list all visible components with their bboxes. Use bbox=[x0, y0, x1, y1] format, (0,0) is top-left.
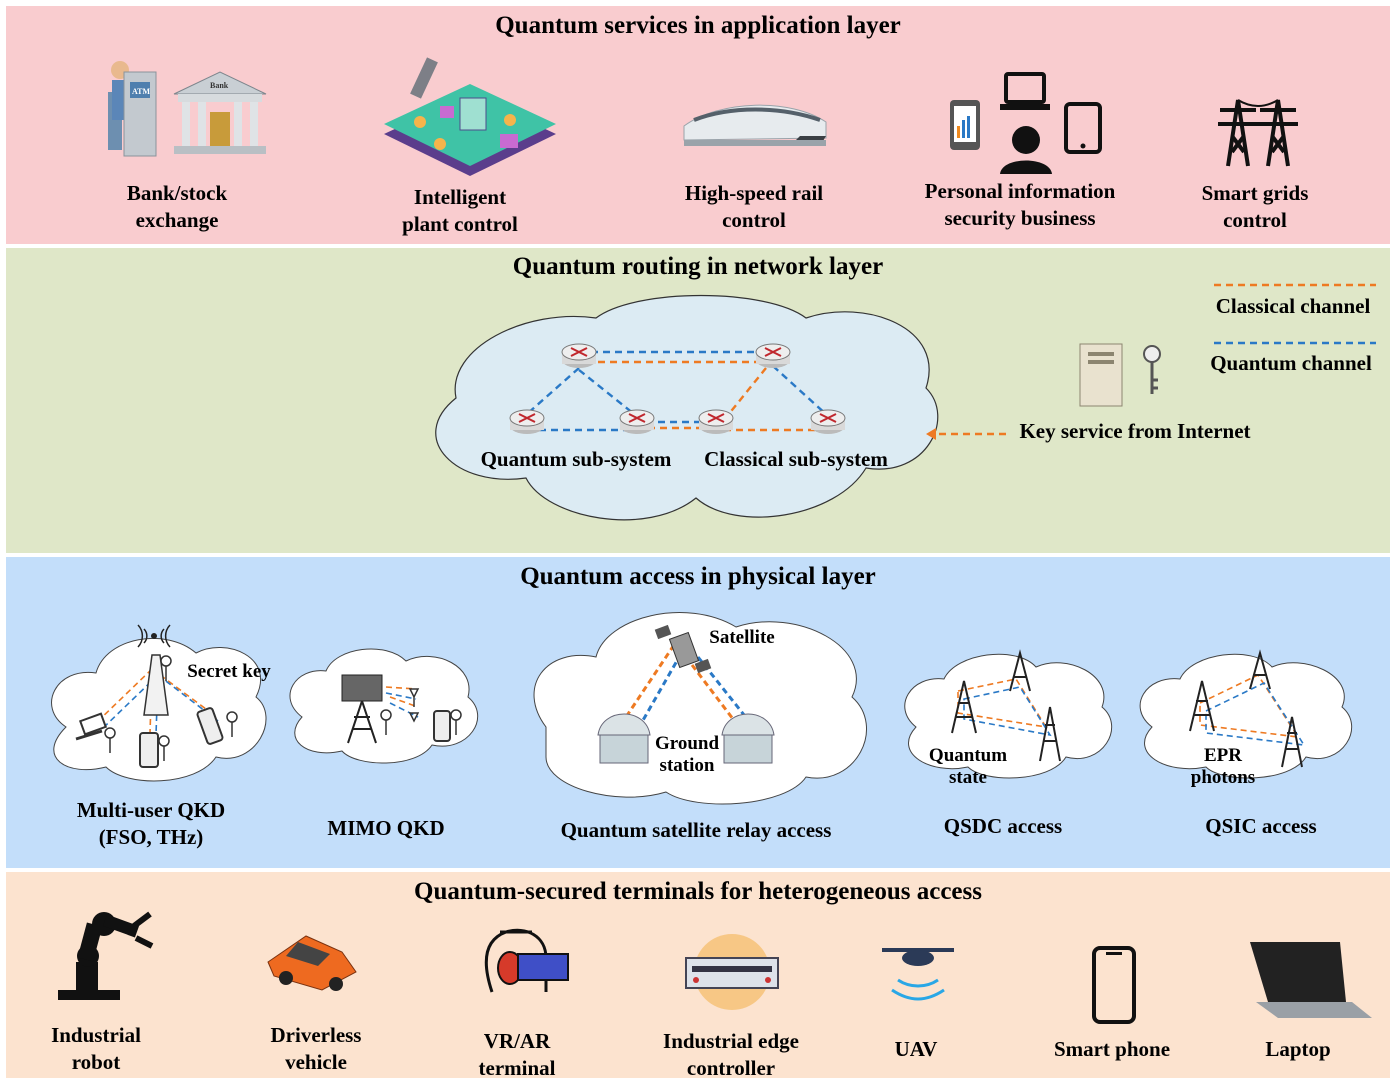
app-item-label: Smart grids control bbox=[1201, 181, 1309, 232]
legend-classical: Classical channel bbox=[1215, 294, 1371, 318]
app-item-label: Personal information security business bbox=[924, 179, 1116, 230]
wifi-icon bbox=[137, 624, 171, 648]
cell-tower-icon bbox=[1189, 649, 1303, 768]
terminal-label: UAV bbox=[894, 1037, 938, 1061]
key-icon bbox=[380, 709, 462, 735]
bank-atm-icon: ATM Bank bbox=[108, 61, 267, 157]
key-service-label: Key service from Internet bbox=[1019, 419, 1251, 443]
quantum-subsystem-label: Quantum sub-system bbox=[480, 447, 672, 471]
terminal-layer: Quantum-secured terminals for heterogene… bbox=[6, 872, 1390, 1080]
server-key-icon bbox=[1079, 343, 1161, 407]
quantum-state-label: Quantum state bbox=[928, 745, 1008, 788]
arrowhead bbox=[926, 428, 936, 440]
network-layer: Quantum routing in network layer bbox=[6, 248, 1390, 553]
edge-controller-icon bbox=[685, 934, 779, 1010]
terminal-label: Laptop bbox=[1265, 1037, 1331, 1061]
phy-item-label: Quantum satellite relay access bbox=[560, 818, 832, 842]
ground-station-icon bbox=[597, 713, 651, 764]
ground-station-label: Ground station bbox=[654, 733, 720, 776]
network-cloud-diagram bbox=[435, 283, 1376, 521]
physical-clouds-diagram bbox=[51, 612, 1353, 805]
satellite-label: Satellite bbox=[709, 627, 775, 648]
app-item-label: Intelligent plant control bbox=[402, 185, 518, 236]
terminal-icons bbox=[58, 911, 1372, 1024]
cell-tower-icon bbox=[951, 649, 1061, 762]
secret-key-label: Secret key bbox=[187, 661, 271, 682]
terminal-label: VR/AR terminal bbox=[478, 1029, 556, 1080]
application-layer-title: Quantum services in application layer bbox=[495, 12, 901, 39]
app-item-label: Bank/stock exchange bbox=[126, 181, 228, 232]
vr-headset-icon bbox=[484, 928, 569, 993]
terminal-layer-title: Quantum-secured terminals for heterogene… bbox=[414, 878, 982, 905]
terminal-label: Smart phone bbox=[1053, 1037, 1171, 1061]
tablet-icon bbox=[196, 707, 224, 745]
router-icon bbox=[755, 343, 791, 368]
application-layer: Quantum services in application layer AT… bbox=[6, 6, 1390, 244]
terminal-label: Industrial edge controller bbox=[663, 1029, 799, 1080]
physical-layer-title: Quantum access in physical layer bbox=[520, 563, 876, 590]
laptop-icon bbox=[1250, 942, 1372, 1018]
legend-quantum: Quantum channel bbox=[1210, 351, 1372, 375]
network-layer-title: Quantum routing in network layer bbox=[512, 253, 884, 280]
router-icon bbox=[619, 409, 655, 434]
mimo-antenna-icon bbox=[408, 688, 420, 723]
car-icon bbox=[267, 935, 357, 991]
physical-layer: Quantum access in physical layer bbox=[6, 557, 1390, 868]
antenna-icon bbox=[143, 654, 169, 716]
phy-item-label: QSDC access bbox=[943, 814, 1063, 838]
power-tower-icon bbox=[1218, 99, 1298, 167]
phone-icon bbox=[139, 732, 159, 768]
classical-subsystem-label: Classical sub-system bbox=[704, 447, 888, 471]
mimo-antenna-icon bbox=[341, 674, 383, 744]
smartphone-icon bbox=[1092, 946, 1136, 1024]
laptop-icon bbox=[75, 712, 108, 741]
svg-text:Bank: Bank bbox=[210, 81, 229, 90]
phy-item-label: QSIC access bbox=[1205, 814, 1317, 838]
satellite-icon bbox=[654, 624, 712, 674]
svg-text:ATM: ATM bbox=[132, 87, 151, 96]
terminal-label: Industrial robot bbox=[51, 1023, 141, 1074]
app-item-label: High-speed rail control bbox=[684, 181, 824, 232]
phy-item-label: MIMO QKD bbox=[327, 816, 445, 840]
phone-icon bbox=[433, 710, 451, 742]
router-icon bbox=[810, 409, 846, 434]
train-icon bbox=[683, 104, 827, 146]
drone-icon bbox=[882, 948, 954, 1001]
epr-photons-label: EPR photons bbox=[1190, 745, 1256, 788]
cloud bbox=[904, 653, 1113, 779]
phy-item-label: Multi-user QKD (FSO, THz) bbox=[76, 798, 226, 849]
cloud bbox=[289, 648, 479, 764]
router-icon bbox=[698, 409, 734, 434]
router-icon bbox=[509, 409, 545, 434]
factory-icon bbox=[384, 57, 556, 176]
network-cloud bbox=[435, 294, 939, 521]
personal-devices-icon bbox=[950, 72, 1102, 174]
terminal-label: Driverless vehicle bbox=[270, 1023, 362, 1074]
router-icon bbox=[561, 343, 597, 368]
ground-station-icon bbox=[721, 713, 775, 764]
key-icon bbox=[104, 655, 238, 761]
robot-arm-icon bbox=[58, 911, 154, 1000]
